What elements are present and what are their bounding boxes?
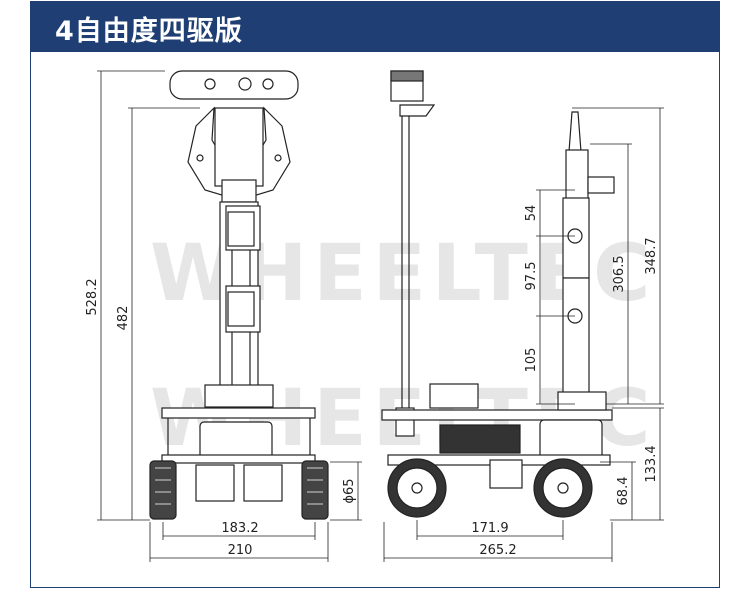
dim-link-2: 97.5 [524, 262, 539, 291]
gripper [187, 106, 291, 203]
dim-link-3: 105 [524, 348, 539, 373]
dim-chassis-height: 133.4 [644, 445, 659, 482]
depth-camera [169, 70, 299, 100]
dim-length: 265.2 [479, 543, 516, 558]
title-bar: 4自由度四驱版 [30, 1, 720, 52]
dim-track-inner: 183.2 [221, 521, 258, 536]
side-arm [557, 111, 615, 411]
chassis [161, 407, 316, 502]
diagram-frame [30, 1, 720, 588]
side-view [381, 70, 615, 518]
dim-wheel-diameter: ϕ65 [342, 478, 357, 503]
dim-arm-reach-height: 306.5 [612, 255, 627, 292]
front-view [149, 70, 329, 520]
front-view-dimensions: 528.2 482 ϕ65 183.2 210 [85, 70, 362, 562]
dim-total-height: 528.2 [85, 278, 100, 315]
arm-column [204, 201, 274, 408]
side-wheels [387, 458, 593, 518]
dim-wheelbase: 171.9 [471, 521, 508, 536]
front-wheels [149, 460, 329, 520]
dim-width: 210 [228, 543, 253, 558]
page-title: 4自由度四驱版 [55, 16, 243, 47]
camera-mast [390, 70, 436, 437]
dim-link-1: 54 [524, 205, 539, 222]
dim-arm-height: 482 [116, 306, 131, 331]
side-view-dimensions: 54 97.5 105 306.5 348.7 133.4 68.4 171.9… [383, 107, 664, 562]
dim-axle-height: 68.4 [616, 477, 631, 506]
dim-mast-height: 348.7 [644, 237, 659, 274]
